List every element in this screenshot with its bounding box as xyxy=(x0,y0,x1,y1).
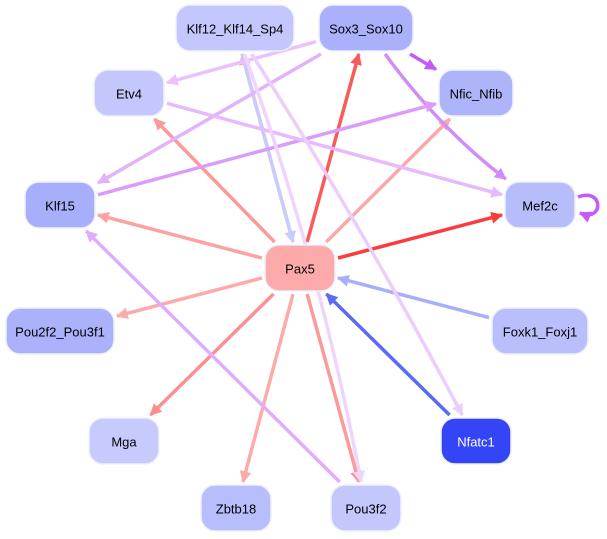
edge-pax5-to-klf15 xyxy=(96,211,263,260)
node-box[interactable] xyxy=(175,4,295,52)
node-zbtb18[interactable]: Zbtb18 xyxy=(200,484,272,532)
node-label: Mga xyxy=(111,435,137,450)
node-pou2f2-pou3f1[interactable]: Pou2f2_Pou3f1 xyxy=(5,307,115,355)
node-mga[interactable]: Mga xyxy=(88,417,160,465)
edge-pax5-to-mef2c xyxy=(337,211,504,260)
node-nfic-nfib[interactable]: Nfic_Nfib xyxy=(438,69,514,117)
node-label: Nfic_Nfib xyxy=(450,87,503,102)
node-nfatc1[interactable]: Nfatc1 xyxy=(440,417,512,465)
edge-pax5-to-pou3f2 xyxy=(305,293,362,484)
node-pou3f2[interactable]: Pou3f2 xyxy=(330,484,402,532)
node-box[interactable] xyxy=(438,69,514,117)
edges-layer xyxy=(85,40,600,484)
edge-pax5-to-zbtb18 xyxy=(239,293,295,484)
edge-sox3-sox10-to-mef2c xyxy=(383,52,507,181)
node-label: Klf12_Klf14_Sp4 xyxy=(187,22,284,37)
node-label: Sox3_Sox10 xyxy=(329,22,403,37)
node-box[interactable] xyxy=(491,307,589,355)
node-box[interactable] xyxy=(200,484,272,532)
node-box[interactable] xyxy=(264,244,336,292)
node-label: Mef2c xyxy=(522,199,558,214)
node-mef2c[interactable]: Mef2c xyxy=(504,181,576,229)
edge-mef2c-to-mef2c xyxy=(577,193,600,223)
edge-foxk1-foxj1-to-pax5 xyxy=(336,274,490,320)
node-label: Pax5 xyxy=(285,262,315,277)
edge-sox3-sox10-to-klf15 xyxy=(96,52,322,185)
edge-pax5-to-nfic-nfib xyxy=(324,117,452,244)
edge-klf15-to-nfic-nfib xyxy=(97,100,438,197)
node-label: Nfatc1 xyxy=(457,435,495,450)
edge-sox3-sox10-to-etv4 xyxy=(165,40,317,86)
edge-pax5-to-etv4 xyxy=(153,117,276,244)
node-etv4[interactable]: Etv4 xyxy=(93,69,165,117)
node-box[interactable] xyxy=(5,307,115,355)
node-box[interactable] xyxy=(330,484,402,532)
node-klf15[interactable]: Klf15 xyxy=(24,181,96,229)
node-box[interactable] xyxy=(440,417,512,465)
node-box[interactable] xyxy=(88,417,160,465)
edge-nfatc1-to-pax5 xyxy=(325,292,451,417)
node-sox3-sox10[interactable]: Sox3_Sox10 xyxy=(318,4,414,52)
edge-sox3-sox10-to-nfic-nfib xyxy=(409,52,438,71)
node-klf12-klf14-sp4[interactable]: Klf12_Klf14_Sp4 xyxy=(175,4,295,52)
node-box[interactable] xyxy=(24,181,96,229)
node-label: Klf15 xyxy=(45,199,75,214)
edge-pax5-to-pou2f2-pou3f1 xyxy=(115,276,263,320)
node-label: Etv4 xyxy=(116,87,142,102)
node-pax5[interactable]: Pax5 xyxy=(264,244,336,292)
node-label: Zbtb18 xyxy=(216,502,256,517)
node-label: Foxk1_Foxj1 xyxy=(503,325,577,340)
edge-etv4-to-mef2c xyxy=(166,101,504,198)
edge-pou3f2-to-klf15 xyxy=(85,229,341,484)
node-foxk1-foxj1[interactable]: Foxk1_Foxj1 xyxy=(491,307,589,355)
node-box[interactable] xyxy=(504,181,576,229)
node-box[interactable] xyxy=(93,69,165,117)
node-label: Pou2f2_Pou3f1 xyxy=(15,325,105,340)
node-label: Pou3f2 xyxy=(345,502,386,517)
edge-klf12-klf14-sp4-to-nfatc1 xyxy=(250,53,464,417)
node-box[interactable] xyxy=(318,4,414,52)
